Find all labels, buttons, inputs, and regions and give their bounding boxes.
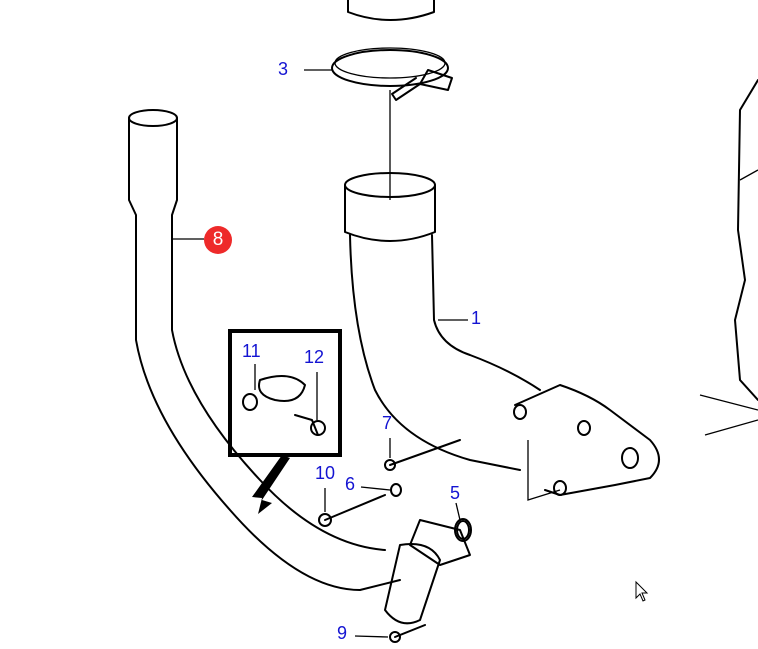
callout-8-highlighted[interactable]: 8 [204, 226, 232, 254]
callout-3[interactable]: 3 [278, 59, 289, 79]
callout-1[interactable]: 1 [471, 308, 482, 328]
callout-5[interactable]: 5 [450, 483, 461, 503]
detail-inset [228, 329, 342, 514]
mouse-pointer-icon [635, 580, 649, 602]
hose-clamp-3 [304, 47, 453, 101]
exhaust-elbow-1 [344, 172, 541, 471]
callout-9[interactable]: 9 [337, 623, 348, 643]
engine-block-fragment [699, 79, 758, 436]
callout-10[interactable]: 10 [315, 463, 336, 483]
exhaust-pipe-8 [128, 109, 472, 625]
callout-12[interactable]: 12 [304, 347, 325, 367]
bolts [318, 438, 470, 643]
callout-6[interactable]: 6 [345, 474, 356, 494]
callout-11[interactable]: 11 [242, 341, 261, 361]
upper-pipe-stub [347, 0, 435, 21]
flange-bracket [513, 384, 660, 501]
callout-7[interactable]: 7 [382, 413, 393, 433]
